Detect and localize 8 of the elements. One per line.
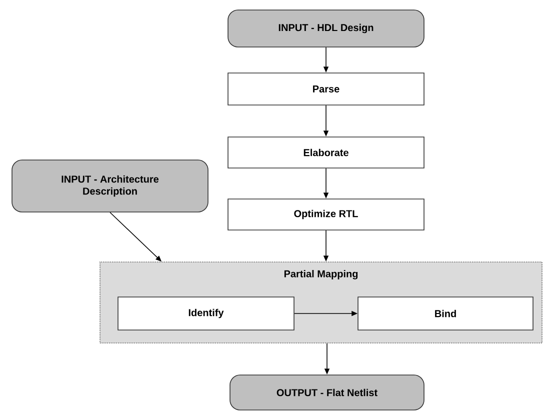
process-box: Identify xyxy=(118,296,294,330)
process-box: Parse xyxy=(228,72,424,106)
terminal-box: INPUT - Architecture Description xyxy=(12,160,208,212)
process-box: Bind xyxy=(358,296,534,330)
terminal-box: OUTPUT - Flat Netlist xyxy=(230,374,424,410)
process-box: Optimize RTL xyxy=(228,198,424,230)
terminal-box: INPUT - HDL Design xyxy=(228,10,424,48)
process-box: Elaborate xyxy=(228,136,424,168)
